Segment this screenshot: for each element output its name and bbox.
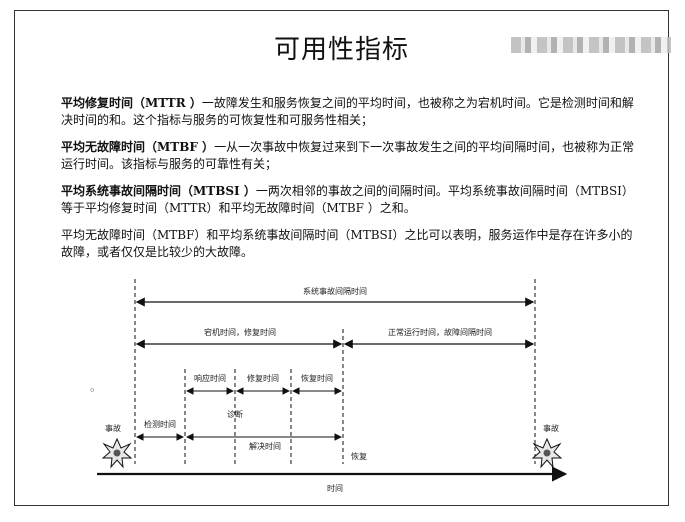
term-mttr: 平均修复时间（MTTR ） bbox=[61, 96, 202, 110]
text-ratio: 平均无故障时间（MTBF）和平均系统事故间隔时间（MTBSI）之比可以表明，服务… bbox=[61, 228, 633, 259]
availability-timeline-diagram: 系统事故间隔时间 宕机时间，修复时间 正常运行时间，故障间隔时间 响应时间 修复… bbox=[97, 279, 568, 493]
label-recovery: 恢复 bbox=[351, 451, 367, 461]
term-mtbf: 平均无故障时间（MTBF ） bbox=[61, 140, 215, 154]
text-mtbf: 一从一次事故中恢复过来到下一次事故发生之间的平均间隔时间，也被称为正常运行时间。… bbox=[61, 140, 635, 171]
bullet-marker: ◦ bbox=[89, 384, 96, 397]
incident-burst-left-icon bbox=[101, 437, 133, 469]
label-restore: 恢复时间 bbox=[301, 373, 333, 383]
paragraph-mttr: 平均修复时间（MTTR ）一故障发生和服务恢复之间的平均时间，也被称之为宕机时间… bbox=[61, 95, 641, 129]
paragraph-ratio: 平均无故障时间（MTBF）和平均系统事故间隔时间（MTBSI）之比可以表明，服务… bbox=[61, 227, 641, 261]
slide-title: 可用性指标 bbox=[273, 35, 409, 65]
text-mtbsi: 一两次相邻的事故之间的间隔时间。平均系统事故间隔时间（MTBSI）等于平均修复时… bbox=[61, 184, 634, 215]
label-downtime: 宕机时间，修复时间 bbox=[204, 327, 276, 337]
label-time-axis: 时间 bbox=[327, 483, 343, 493]
label-response: 响应时间 bbox=[194, 373, 226, 383]
label-diagnosis: 诊断 bbox=[227, 409, 243, 419]
label-resolution: 解决时间 bbox=[249, 441, 281, 451]
label-incident-left: 事故 bbox=[105, 423, 121, 433]
label-system-interval: 系统事故间隔时间 bbox=[303, 286, 367, 296]
slide: 可用性指标 平均修复时间（MTTR ）一故障发生和服务恢复之间的平均时间，也被称… bbox=[14, 10, 671, 506]
incident-burst-right-icon bbox=[531, 437, 563, 469]
label-uptime: 正常运行时间，故障间隔时间 bbox=[388, 327, 492, 337]
text-mttr: 一故障发生和服务恢复之间的平均时间，也被称之为宕机时间。它是检测时间和解决时间的… bbox=[61, 96, 634, 127]
paragraph-mtbf: 平均无故障时间（MTBF ）一从一次事故中恢复过来到下一次事故发生之间的平均间隔… bbox=[61, 139, 641, 173]
label-repair: 修复时间 bbox=[247, 373, 279, 383]
blurred-watermark bbox=[511, 37, 671, 53]
label-detection: 检测时间 bbox=[144, 419, 176, 429]
term-mtbsi: 平均系统事故间隔时间（MTBSI ） bbox=[61, 184, 256, 198]
label-incident-right: 事故 bbox=[543, 423, 559, 433]
paragraph-mtbsi: 平均系统事故间隔时间（MTBSI ）一两次相邻的事故之间的间隔时间。平均系统事故… bbox=[61, 183, 641, 217]
